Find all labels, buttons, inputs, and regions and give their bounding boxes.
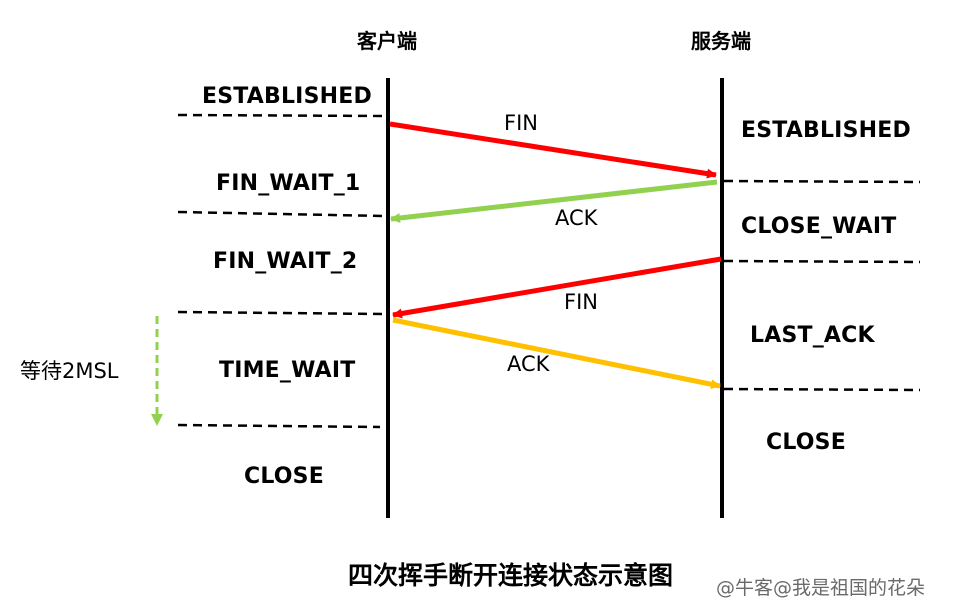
server-state-last-ack: LAST_ACK: [750, 323, 875, 348]
client-state-fin-wait-1: FIN_WAIT_1: [216, 171, 361, 196]
client-state-close: CLOSE: [244, 464, 324, 489]
client-separator: [177, 423, 381, 429]
server-separator: [723, 259, 921, 264]
client-state-established: ESTABLISHED: [202, 84, 372, 109]
fin-arrow-1: [389, 121, 717, 179]
watermark: @牛客@我是祖国的花朵: [716, 577, 926, 599]
fin-arrow-2: [392, 256, 722, 319]
client-separator: [177, 210, 385, 218]
client-separator: [177, 310, 385, 316]
server-state-close: CLOSE: [766, 430, 846, 455]
server-header: 服务端: [691, 29, 751, 53]
client-separator: [177, 113, 387, 118]
server-state-established: ESTABLISHED: [741, 118, 911, 143]
diagram-caption: 四次挥手断开连接状态示意图: [348, 561, 674, 590]
message-label-ack-1: ACK: [555, 206, 598, 230]
message-label-fin-1: FIN: [504, 111, 538, 135]
server-separator: [723, 387, 921, 392]
server-state-close-wait: CLOSE_WAIT: [741, 214, 897, 239]
server-separator: [723, 179, 921, 184]
wait-2msl-arrowhead: [151, 414, 163, 426]
client-header: 客户端: [357, 29, 417, 53]
ack-arrow-2: [392, 317, 721, 390]
message-label-fin-2: FIN: [564, 290, 598, 314]
client-state-time-wait: TIME_WAIT: [219, 358, 356, 383]
ack-arrow-1: [390, 179, 718, 223]
message-label-ack-2: ACK: [507, 352, 550, 376]
wait-2msl-label: 等待2MSL: [20, 359, 119, 383]
client-state-fin-wait-2: FIN_WAIT_2: [213, 249, 358, 274]
